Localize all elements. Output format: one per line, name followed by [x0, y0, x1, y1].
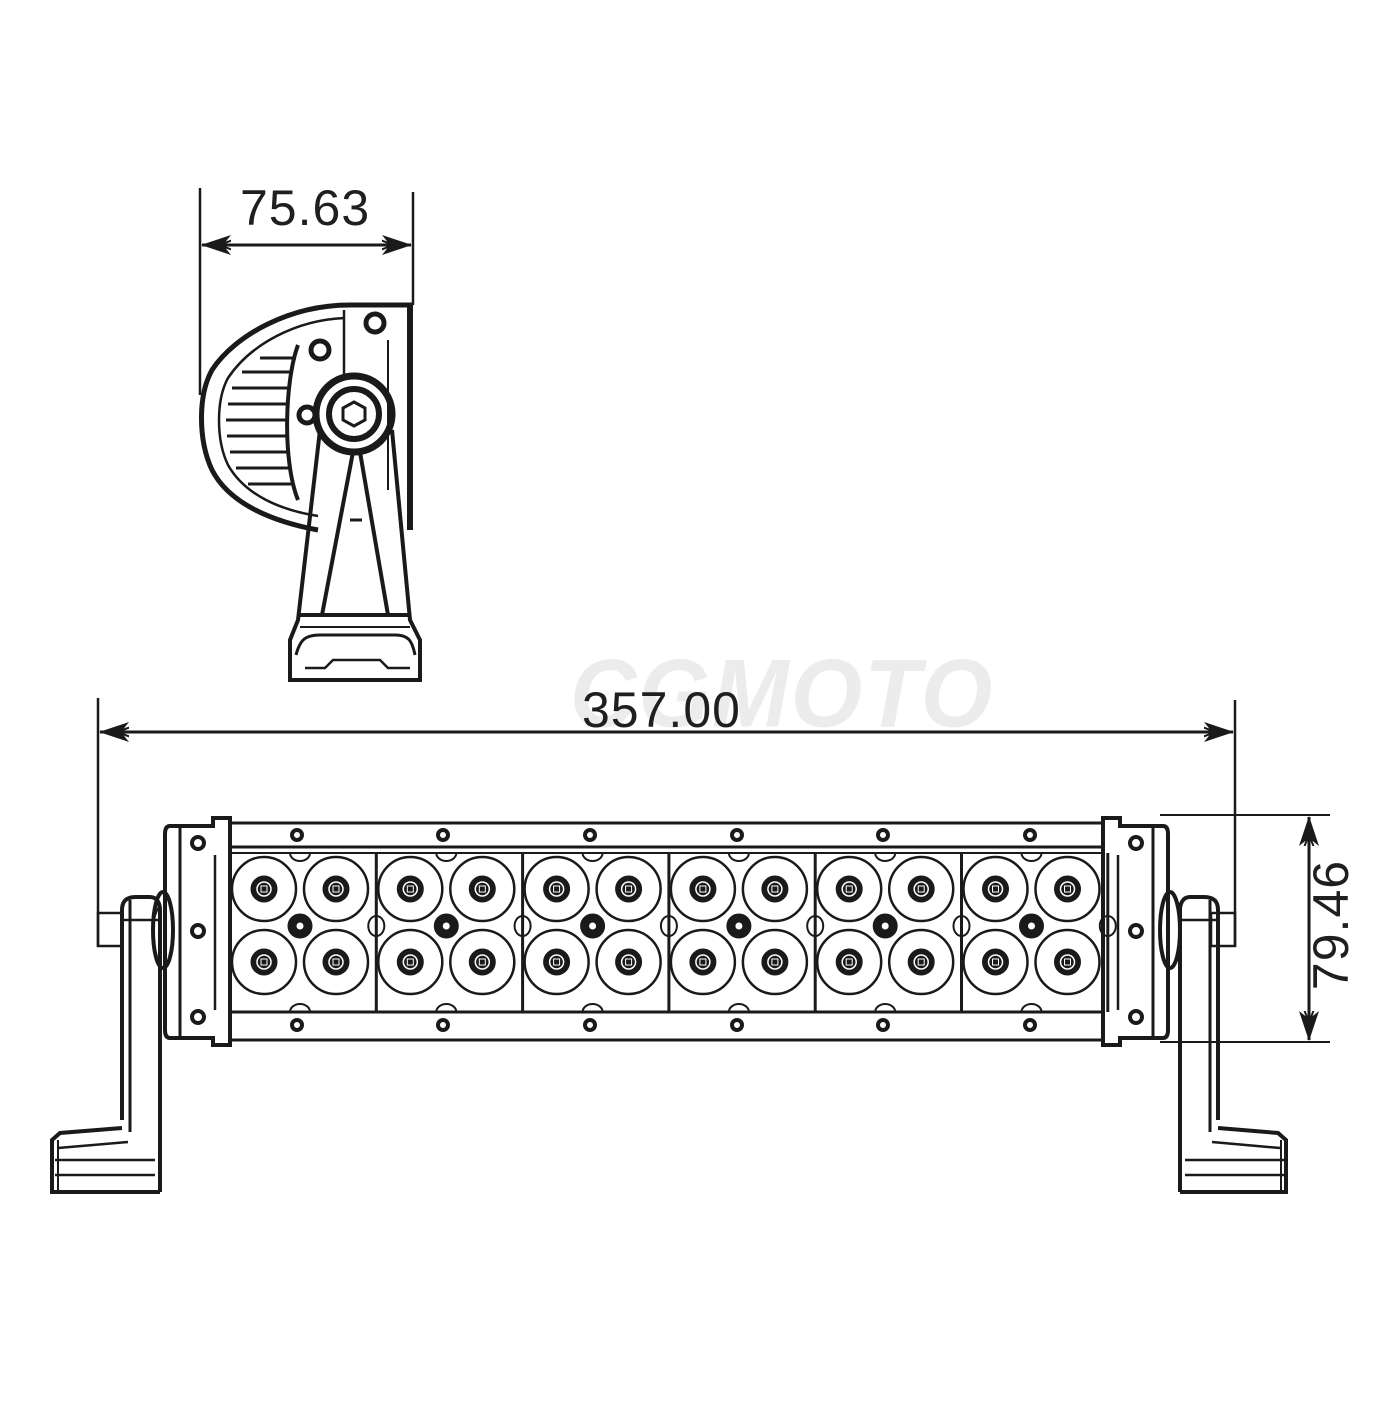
length-label: 357.00 [582, 682, 741, 738]
led-emitter [250, 875, 278, 903]
led-emitter [396, 875, 424, 903]
height-dimension [1160, 814, 1330, 1043]
led-reflector [1034, 855, 1101, 923]
led-emitter [250, 948, 278, 976]
led-reflector [302, 855, 370, 923]
led-reflector [962, 928, 1029, 996]
led-reflector [815, 855, 883, 923]
led-reflector [887, 928, 955, 996]
led-reflector [962, 855, 1029, 923]
side-bracket [288, 429, 422, 682]
led-module [962, 852, 1117, 1013]
length-dimension [96, 698, 1237, 947]
led-reflector [595, 928, 662, 996]
led-emitter [1054, 875, 1081, 903]
height-label: 79.46 [1303, 859, 1360, 991]
led-emitter [468, 875, 496, 903]
led-emitter [322, 875, 350, 903]
rail-screws [290, 828, 1037, 1032]
led-module [815, 852, 971, 1013]
side-view [198, 188, 422, 682]
led-reflector [595, 855, 662, 923]
led-reflector [741, 928, 809, 996]
led-reflector [741, 855, 809, 923]
led-reflector [815, 928, 883, 996]
led-emitter [907, 875, 935, 903]
led-reflector [669, 855, 737, 923]
led-reflector [377, 855, 444, 923]
led-emitter [835, 948, 863, 976]
led-module [669, 852, 825, 1013]
left-bracket [50, 890, 175, 1194]
led-emitter [689, 875, 717, 903]
side-housing [199, 302, 413, 533]
led-reflector [1034, 928, 1101, 996]
led-reflector [230, 855, 298, 923]
led-module [523, 852, 678, 1013]
side-width-dimension [198, 188, 415, 395]
led-emitter [835, 875, 863, 903]
led-emitter [907, 948, 935, 976]
led-reflector [523, 855, 590, 923]
led-reflector [230, 928, 298, 996]
led-reflector [377, 928, 444, 996]
led-reflector [449, 928, 516, 996]
led-emitter [322, 948, 350, 976]
watermark: CGMOTO [570, 640, 995, 748]
side-width-label: 75.63 [240, 180, 371, 236]
led-reflector [887, 855, 955, 923]
led-emitter [543, 875, 571, 903]
led-emitter [615, 948, 643, 976]
led-emitter [761, 875, 789, 903]
led-reflector [669, 928, 737, 996]
led-emitter [468, 948, 496, 976]
led-emitter [982, 948, 1009, 976]
light-bar-body [163, 816, 1170, 1047]
led-emitter [615, 875, 643, 903]
led-module [230, 852, 386, 1013]
front-view [50, 698, 1330, 1194]
led-emitter [396, 948, 424, 976]
led-emitter [761, 948, 789, 976]
led-emitter [982, 875, 1009, 903]
led-reflector [449, 855, 516, 923]
led-reflector [523, 928, 590, 996]
led-module [377, 852, 532, 1013]
led-emitter [689, 948, 717, 976]
led-reflector [302, 928, 370, 996]
led-emitter [543, 948, 571, 976]
led-emitter [1054, 948, 1081, 976]
